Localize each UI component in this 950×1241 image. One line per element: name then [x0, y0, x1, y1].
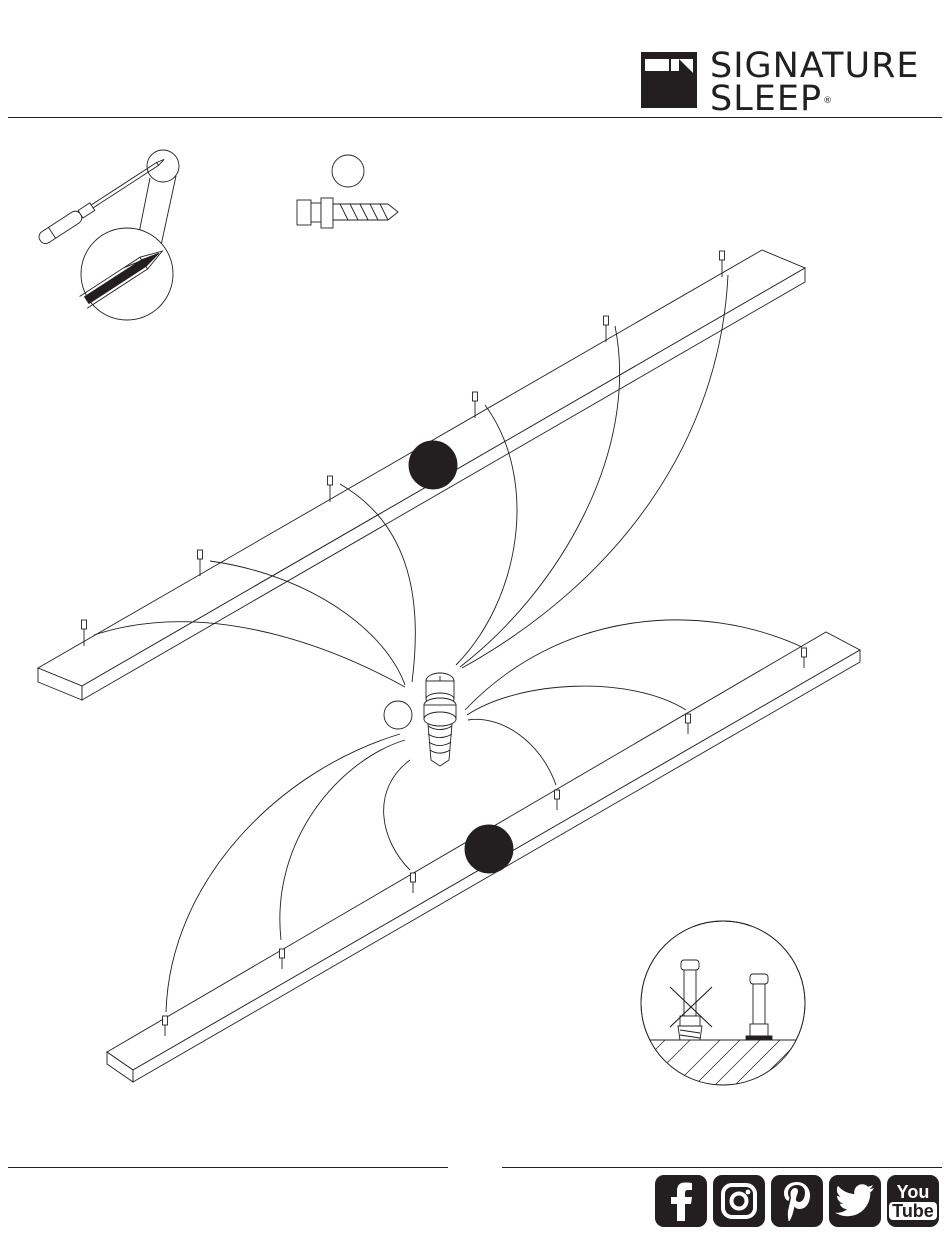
- footer-divider-right: [502, 1167, 942, 1168]
- social-links: You Tube: [655, 1175, 939, 1227]
- brand-name: SIGNATURE SLEEP®: [710, 50, 920, 116]
- brand-logo-icon: [641, 52, 697, 108]
- footer-divider-left: [8, 1167, 448, 1168]
- brand-logo: SIGNATURE SLEEP®: [641, 52, 941, 112]
- instagram-icon[interactable]: [713, 1175, 765, 1227]
- registered-mark: ®: [823, 96, 833, 106]
- header-divider: [8, 117, 942, 118]
- youtube-icon[interactable]: You Tube: [887, 1175, 939, 1227]
- facebook-icon[interactable]: [655, 1175, 707, 1227]
- step-marker-lower: [465, 825, 513, 873]
- assembly-drawing: [0, 120, 950, 1120]
- installation-detail: [640, 921, 815, 1100]
- youtube-label-top: You: [897, 1183, 930, 1201]
- brand-name-line2: SLEEP®: [710, 83, 920, 116]
- pinterest-icon[interactable]: [771, 1175, 823, 1227]
- screwdriver-icon: [37, 150, 179, 320]
- youtube-label-bottom: Tube: [889, 1202, 937, 1220]
- cam-bolt-part-icon: [297, 155, 398, 228]
- cam-bolt-detail: [384, 673, 456, 766]
- step-marker-upper: [409, 441, 457, 489]
- twitter-icon[interactable]: [829, 1175, 881, 1227]
